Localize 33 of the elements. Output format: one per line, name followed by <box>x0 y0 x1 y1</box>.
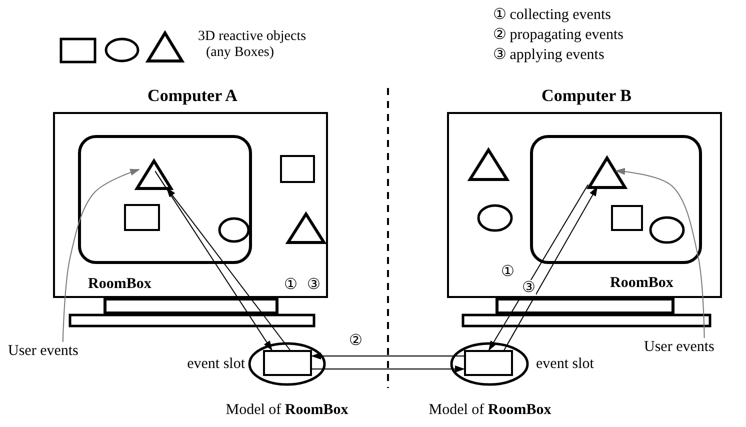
triangle-object <box>286 212 326 244</box>
ellipse-object <box>649 216 685 244</box>
numbered-step-text: ③ applying events <box>493 46 604 64</box>
arrow <box>312 365 465 372</box>
numbered-step-text: ① collecting events <box>493 6 611 24</box>
triangle-object <box>468 148 509 181</box>
event-slot-label: event slot <box>536 355 595 373</box>
ellipse-object <box>218 217 250 243</box>
numbered-step-text: ② propagating events <box>493 26 624 44</box>
curved-arrow <box>62 168 140 342</box>
arrow <box>311 352 464 360</box>
arrow <box>488 184 588 351</box>
user-events-label: User events <box>644 338 714 356</box>
rectangle-object <box>124 204 160 231</box>
model-caption: Model of RoomBox <box>224 401 350 419</box>
roombox-label: RoomBox <box>610 274 674 292</box>
computer-title: Computer A <box>146 87 238 105</box>
triangle-object <box>587 156 627 189</box>
arrow <box>154 170 272 351</box>
roombox-label: RoomBox <box>88 275 152 293</box>
rectangle-object <box>280 155 315 183</box>
ellipse-object <box>477 204 513 232</box>
edge-label: ③ <box>521 280 536 296</box>
event-slot-label: event slot <box>186 355 245 373</box>
model-caption: Model of RoomBox <box>428 401 552 419</box>
arrow <box>166 187 290 350</box>
computer-title: Computer B <box>540 87 632 105</box>
legend-text: 3D reactive objects (any Boxes) <box>198 29 308 61</box>
curved-arrow <box>615 168 705 338</box>
arrow <box>504 186 598 350</box>
user-events-label: User events <box>8 342 78 360</box>
rectangle-object <box>611 205 643 231</box>
triangle-object <box>135 159 173 190</box>
